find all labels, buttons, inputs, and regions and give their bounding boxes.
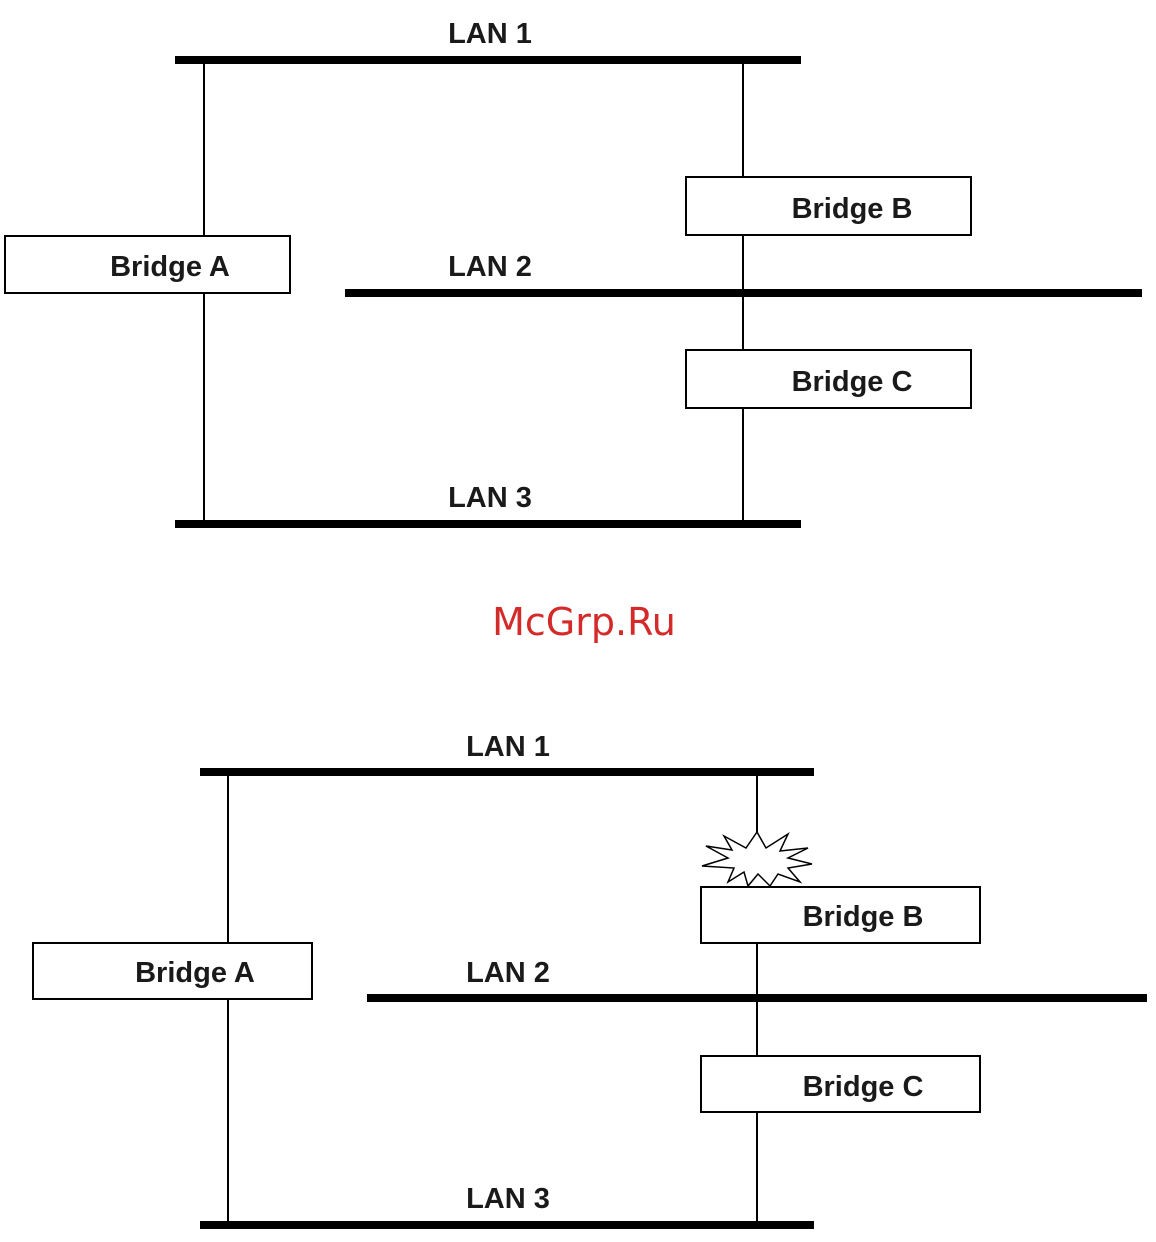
diagram-link-failure: LAN 1 LAN 2 LAN 3 Bridge A Bridge B Brid… [33, 731, 1147, 1225]
bridge-b-label: Bridge B [803, 901, 924, 933]
lan2-label: LAN 2 [466, 957, 550, 989]
bridge-a-label: Bridge A [110, 251, 230, 283]
bridge-c-label: Bridge C [803, 1071, 924, 1103]
bridge-b: Bridge B [686, 177, 971, 235]
lan1-label: LAN 1 [466, 731, 550, 763]
bridge-b: Bridge B [701, 887, 980, 943]
link-failure-burst-icon [702, 832, 812, 886]
lan1-label: LAN 1 [448, 18, 532, 50]
watermark-text: McGrp.Ru [492, 600, 676, 644]
bridge-a: Bridge A [33, 943, 312, 999]
lan2-label: LAN 2 [448, 251, 532, 283]
bridge-b-label: Bridge B [792, 193, 913, 225]
lan3-label: LAN 3 [448, 482, 532, 514]
bridge-a-label: Bridge A [135, 957, 255, 989]
bridge-c-label: Bridge C [792, 366, 913, 398]
diagram-normal: LAN 1 LAN 2 LAN 3 Bridge A Bridge B Brid… [5, 18, 1142, 524]
bridge-a: Bridge A [5, 236, 290, 293]
lan3-label: LAN 3 [466, 1183, 550, 1215]
bridge-c: Bridge C [701, 1056, 980, 1112]
bridge-c: Bridge C [686, 350, 971, 408]
